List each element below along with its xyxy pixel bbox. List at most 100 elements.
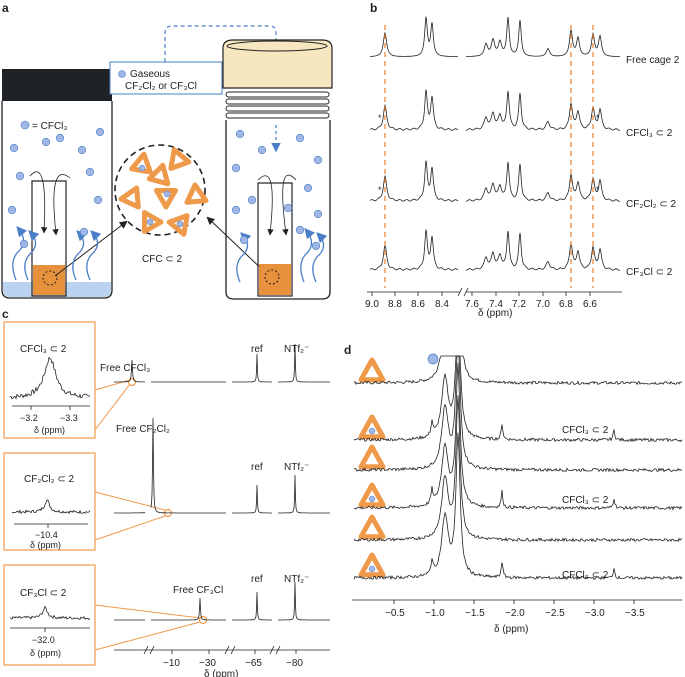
inset-box-1 — [3, 321, 96, 439]
b-axis-break — [457, 287, 469, 297]
right-vial-cap — [222, 39, 333, 89]
b-marker-1: * — [378, 113, 382, 123]
gas-sphere-22 — [283, 203, 293, 213]
c-spectrum-1-seg-3 — [278, 343, 330, 383]
d-cage-icon-6 — [358, 552, 386, 578]
inset-1-tick-1: −3.2 — [20, 413, 38, 423]
c-spectrum-1-seg-2 — [232, 353, 272, 383]
d-cage-icon-3 — [358, 444, 386, 470]
gas-line-2: CF₂Cl₂ or CF₃Cl — [125, 81, 197, 92]
free-label-3: Free CF₃Cl — [173, 585, 223, 596]
c-tick-1: −10 — [163, 658, 180, 669]
b-marker-3: * — [378, 185, 382, 195]
cage-triangle-7 — [146, 162, 171, 187]
gas-sphere-5 — [85, 167, 95, 177]
d-tick-label-1: −1.0 — [425, 608, 445, 619]
d-guest-icon-6 — [368, 565, 376, 573]
panel-b-letter: b — [370, 1, 377, 15]
gas-sphere-0 — [9, 143, 19, 153]
c-spectrum-2-seg-2 — [232, 484, 272, 514]
left-vial-body — [1, 101, 113, 299]
d-spectrum-6 — [353, 432, 683, 581]
gas-sphere-6 — [7, 205, 17, 215]
gas-sphere-21 — [295, 225, 305, 235]
d-label-2: CFCl₃ ⊂ 2 — [562, 495, 609, 506]
b-xlabel: δ (ppm) — [478, 308, 512, 319]
b-tick-label-0: 9.0 — [365, 299, 379, 310]
inset-2-title: CF₂Cl₂ ⊂ 2 — [24, 474, 74, 485]
ntf-label-1: NTf₂⁻ — [284, 344, 309, 355]
b-row-label-2: CFCl₃ ⊂ 2 — [626, 128, 673, 139]
d-guest-icon-4 — [368, 495, 376, 503]
d-tick-label-2: −1.5 — [465, 608, 485, 619]
d-cage-icon-2 — [358, 414, 386, 440]
left-vial — [1, 69, 113, 299]
b-spectrum-row-4 — [465, 230, 620, 271]
inset-2-connector — [94, 491, 166, 541]
panel-b-spectra — [369, 16, 620, 271]
gas-sphere-1 — [41, 137, 51, 147]
b-row-label-1: Free cage 2 — [626, 55, 680, 66]
b-tick-label-1: 8.8 — [388, 299, 402, 310]
left-vial-cap — [2, 69, 112, 101]
cage-triangle-6 — [166, 213, 190, 237]
inset-3-tick-1: −32.0 — [32, 635, 55, 645]
gas-sphere-8 — [19, 239, 29, 249]
c-spectrum-1-seg-0 — [114, 359, 146, 383]
panel-c-letter: c — [2, 307, 9, 321]
c-spectrum-3-seg-3 — [278, 581, 330, 621]
d-cage-icon-4 — [358, 482, 386, 508]
panel-a: a = CFCl₃ Gaseous CF₂Cl₂ or CF₃Cl CFC ⊂ … — [1, 1, 333, 300]
inset-3-xlabel: δ (ppm) — [30, 648, 61, 658]
cage-triangle-4 — [184, 182, 209, 205]
gas-sphere-20 — [311, 241, 321, 251]
right-vial — [222, 39, 333, 300]
d-tick-label-3: −2.0 — [505, 608, 525, 619]
c-tick-4: −80 — [286, 658, 303, 669]
d-tick-label-6: −3.5 — [625, 608, 645, 619]
d-spectrum-5 — [353, 395, 683, 543]
gas-sphere-18 — [231, 205, 241, 215]
b-tick-label-9: 6.6 — [583, 299, 597, 310]
gas-sphere-23 — [247, 195, 257, 205]
free-label-2: Free CF₂Cl₂ — [116, 424, 170, 435]
gas-sphere-16 — [303, 183, 313, 193]
b-tick-label-3: 8.4 — [435, 299, 449, 310]
b-marker-2: * — [596, 113, 600, 123]
legend-text: = CFCl₃ — [32, 121, 67, 132]
d-label-1: CFCl₃ ⊂ 2 — [562, 425, 609, 436]
inset-1-target-circle — [127, 377, 137, 387]
d-label-3: CFCl₃ ⊂ 2 — [562, 570, 609, 581]
inset-1-title: CFCl₃ ⊂ 2 — [20, 344, 67, 355]
cage-cluster — [118, 147, 209, 237]
gas-line-1: Gaseous — [130, 69, 170, 80]
gas-spheres — [7, 127, 323, 251]
free-label-1: Free CFCl₃ — [100, 363, 150, 374]
inset-1-tick-2: −3.3 — [60, 413, 78, 423]
right-zoom-circle — [264, 269, 280, 285]
gas-sphere-2 — [77, 145, 87, 155]
gas-sphere-4 — [15, 171, 25, 181]
legend-sphere-icon — [20, 120, 30, 130]
left-zoom-circle — [42, 270, 58, 286]
gas-sphere-7 — [93, 195, 103, 205]
panel-c-spectra — [114, 343, 330, 621]
gas-sphere-12 — [257, 145, 267, 155]
gas-sphere-19 — [239, 235, 249, 245]
cage-guest-3 — [146, 218, 154, 226]
c-xlabel: δ (ppm) — [204, 669, 238, 677]
d-ticks: −0.5−1.0−1.5−2.0−2.5−3.0−3.5 — [385, 600, 645, 619]
c-tick-3: −65 — [245, 658, 262, 669]
gas-sphere-17 — [313, 209, 323, 219]
b-spectrum-row-1 — [466, 17, 620, 57]
c-axis-breaks — [143, 645, 281, 655]
cage-triangle-2 — [118, 185, 141, 210]
panel-d-spectra — [353, 355, 683, 581]
b-tick-label-2: 8.6 — [411, 299, 425, 310]
b-spectrum-row-3 — [369, 160, 459, 202]
panel-b: b Free cage 2 CFCl₃ ⊂ 2 CF₂Cl₂ ⊂ 2 CF₃Cl… — [365, 1, 680, 319]
inset-1-connector — [94, 379, 131, 431]
d-tick-label-4: −2.5 — [545, 608, 565, 619]
gas-sphere-14 — [313, 155, 323, 165]
gas-sphere-11 — [235, 129, 245, 139]
